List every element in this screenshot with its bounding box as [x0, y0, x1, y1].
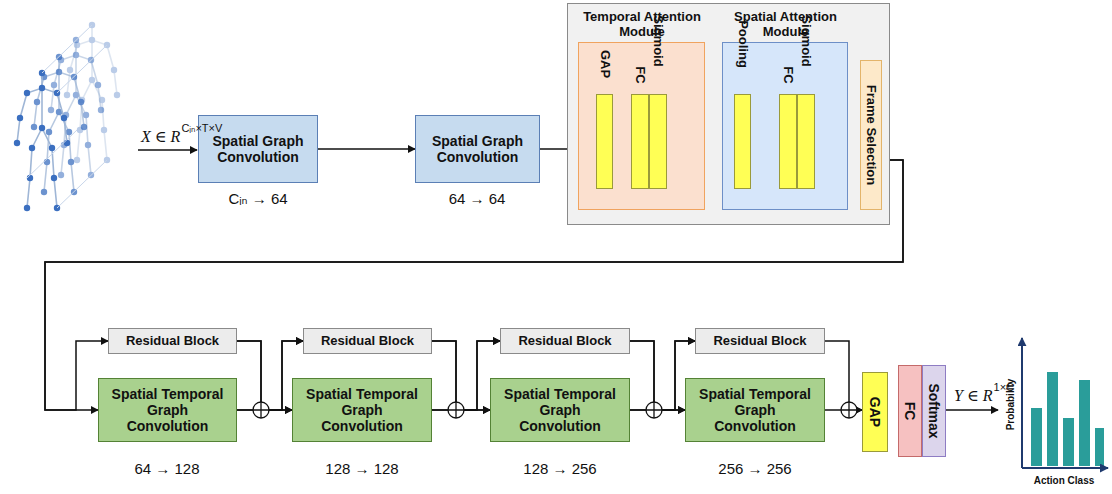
graph-conv-box: Spatial Graph Convolution	[415, 115, 540, 183]
output-tensor-label: Y ∈ R	[954, 386, 993, 405]
residual-block: Residual Block	[303, 328, 432, 354]
box-label: Spatial Temporal Graph Convolution	[105, 386, 230, 434]
vertical-label: FC	[781, 66, 796, 83]
fc-layer: FC	[779, 94, 797, 189]
sigmoid-layer: Sigmoid	[797, 94, 815, 189]
connector-arrow	[237, 341, 292, 410]
spatial-attention-box: Spatial Attention ModulePoolingFCSigmoid	[722, 42, 848, 210]
vertical-label: Softmax	[926, 383, 942, 438]
vertical-label: Pooling	[735, 20, 750, 68]
output-arrow	[946, 409, 998, 411]
frame-selection-box: Frame Selection	[860, 60, 882, 210]
gap-layer: GAP	[862, 372, 888, 452]
connector-arrow	[630, 341, 685, 410]
vertical-label: FC	[902, 402, 918, 421]
sum-symbol	[646, 402, 662, 418]
vertical-label: GAP	[597, 50, 612, 78]
box-label: Spatial Temporal Graph Convolution	[692, 386, 818, 434]
vertical-label: GAP	[867, 397, 883, 427]
channel-label: 128 → 256	[523, 460, 596, 477]
channel-label: 64 → 128	[134, 460, 199, 477]
residual-block: Residual Block	[108, 328, 237, 354]
axis-label: Probability	[1006, 378, 1017, 430]
gap-layer: GAP	[596, 94, 613, 189]
box-label: Residual Block	[518, 334, 611, 349]
input-arrow	[138, 149, 197, 151]
axis-label: Action Class	[1034, 475, 1095, 486]
vertical-label: Frame Selection	[863, 84, 878, 184]
vertical-label: Sigmoid	[651, 15, 666, 66]
vertical-label: FC	[633, 66, 648, 83]
sigmoid-layer: Sigmoid	[649, 94, 667, 189]
box-label: Residual Block	[321, 334, 414, 349]
connector-arrow	[825, 341, 862, 410]
st-graph-conv-box: Spatial Temporal Graph Convolution	[685, 378, 825, 442]
channel-label: Cᵢₙ → 64	[228, 190, 287, 208]
st-graph-conv-box: Spatial Temporal Graph Convolution	[490, 378, 630, 442]
box-label: Residual Block	[713, 334, 806, 349]
box-label: Spatial Graph Convolution	[422, 133, 533, 165]
input-shape-superscript: Cᵢₙ×T×V	[181, 122, 222, 135]
channel-label: 128 → 128	[325, 460, 398, 477]
residual-block: Residual Block	[500, 328, 630, 354]
channel-label: 256 → 256	[718, 460, 791, 477]
box-label: Residual Block	[126, 334, 219, 349]
module-heading: Temporal Attention Module	[579, 10, 706, 40]
sum-symbol	[448, 402, 464, 418]
residual-block: Residual Block	[695, 328, 825, 354]
fc-layer: FC	[898, 365, 922, 457]
softmax-layer: Softmax	[922, 365, 946, 457]
sum-symbol	[841, 402, 857, 418]
vertical-label: Sigmoid	[799, 15, 814, 66]
box-label: Spatial Temporal Graph Convolution	[299, 386, 425, 434]
box-label: Spatial Temporal Graph Convolution	[497, 386, 623, 434]
attention-panel: Temporal Attention ModuleGAPFCSigmoidSpa…	[567, 3, 890, 225]
st-graph-conv-box: Spatial Temporal Graph Convolution	[98, 378, 237, 442]
input-tensor-label: X ∈ R	[141, 127, 180, 146]
fc-layer: FC	[631, 94, 649, 189]
pooling-layer: Pooling	[734, 94, 751, 189]
temporal-attention-box: Temporal Attention ModuleGAPFCSigmoid	[578, 42, 705, 210]
st-graph-conv-box: Spatial Temporal Graph Convolution	[292, 378, 432, 442]
channel-label: 64 → 64	[449, 190, 506, 207]
skeleton-illustration	[14, 22, 120, 211]
probability-chart	[1022, 338, 1108, 468]
sum-symbol	[253, 402, 269, 418]
box-label: Spatial Graph Convolution	[205, 133, 311, 165]
connector-arrow	[318, 148, 415, 150]
connector-arrow	[432, 341, 490, 410]
